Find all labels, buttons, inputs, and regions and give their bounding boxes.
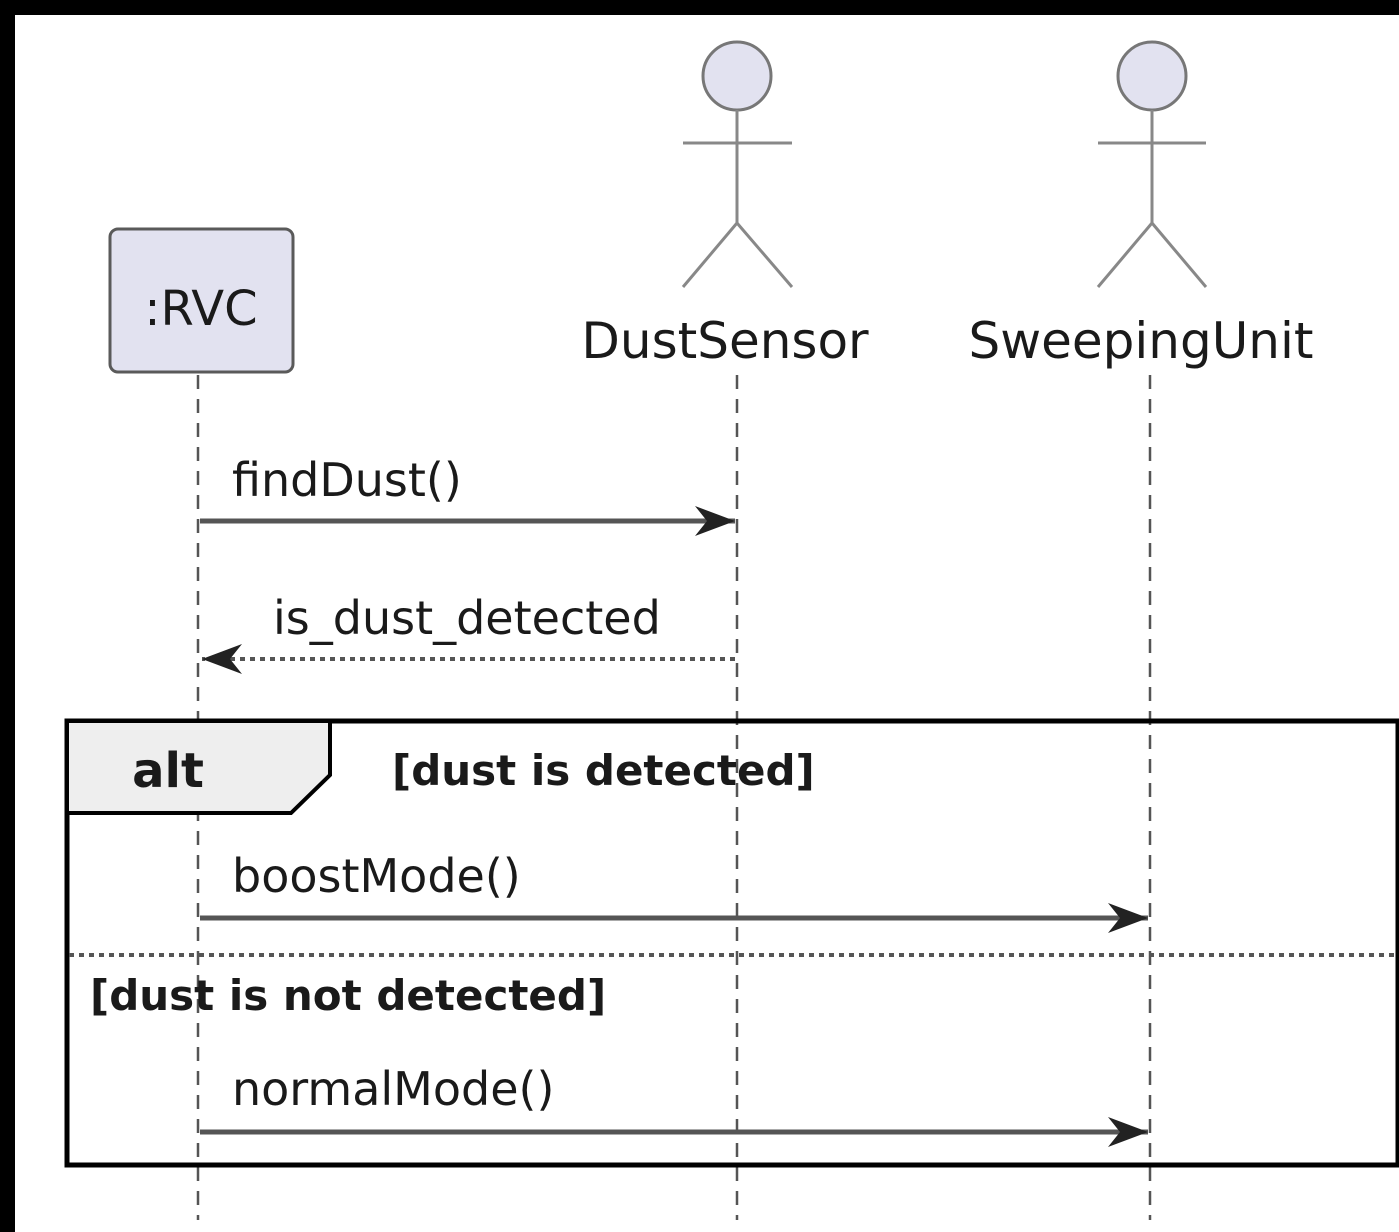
participant-sweeping-unit[interactable]: SweepingUnit bbox=[969, 40, 1314, 370]
message-is-dust-detected[interactable]: is_dust_detected bbox=[202, 591, 735, 674]
sequence-diagram: :RVC DustSensor bbox=[64, 40, 1399, 1220]
rvc-box bbox=[108, 227, 295, 374]
participant-dust-sensor[interactable]: DustSensor bbox=[581, 40, 869, 370]
alt-frame bbox=[64, 718, 1399, 1168]
diagram-canvas: :RVC DustSensor bbox=[15, 15, 1399, 1232]
normal-mode-label: normalMode() bbox=[232, 1062, 554, 1116]
participant-rvc[interactable]: :RVC bbox=[108, 227, 295, 374]
message-find-dust[interactable]: findDust() bbox=[200, 453, 735, 536]
alt-guard-1: [dust is detected] bbox=[392, 746, 815, 795]
sweeping-unit-stick-figure-icon bbox=[1096, 40, 1208, 288]
boost-mode-label: boostMode() bbox=[232, 849, 521, 903]
message-normal-mode[interactable]: normalMode() bbox=[200, 1062, 1148, 1147]
dust-sensor-stick-figure-icon bbox=[681, 40, 794, 288]
alt-guard-2: [dust is not detected] bbox=[90, 971, 606, 1020]
message-boost-mode[interactable]: boostMode() bbox=[200, 849, 1148, 933]
rvc-label: :RVC bbox=[144, 281, 257, 337]
alt-fragment[interactable]: alt [dust is detected] [dust is not dete… bbox=[64, 718, 1399, 1168]
find-dust-label: findDust() bbox=[232, 453, 462, 507]
alt-tab bbox=[65, 719, 332, 815]
sweeping-unit-label: SweepingUnit bbox=[969, 312, 1314, 370]
is-dust-detected-label: is_dust_detected bbox=[273, 591, 661, 645]
dust-sensor-label: DustSensor bbox=[581, 312, 869, 370]
alt-keyword: alt bbox=[132, 743, 204, 799]
